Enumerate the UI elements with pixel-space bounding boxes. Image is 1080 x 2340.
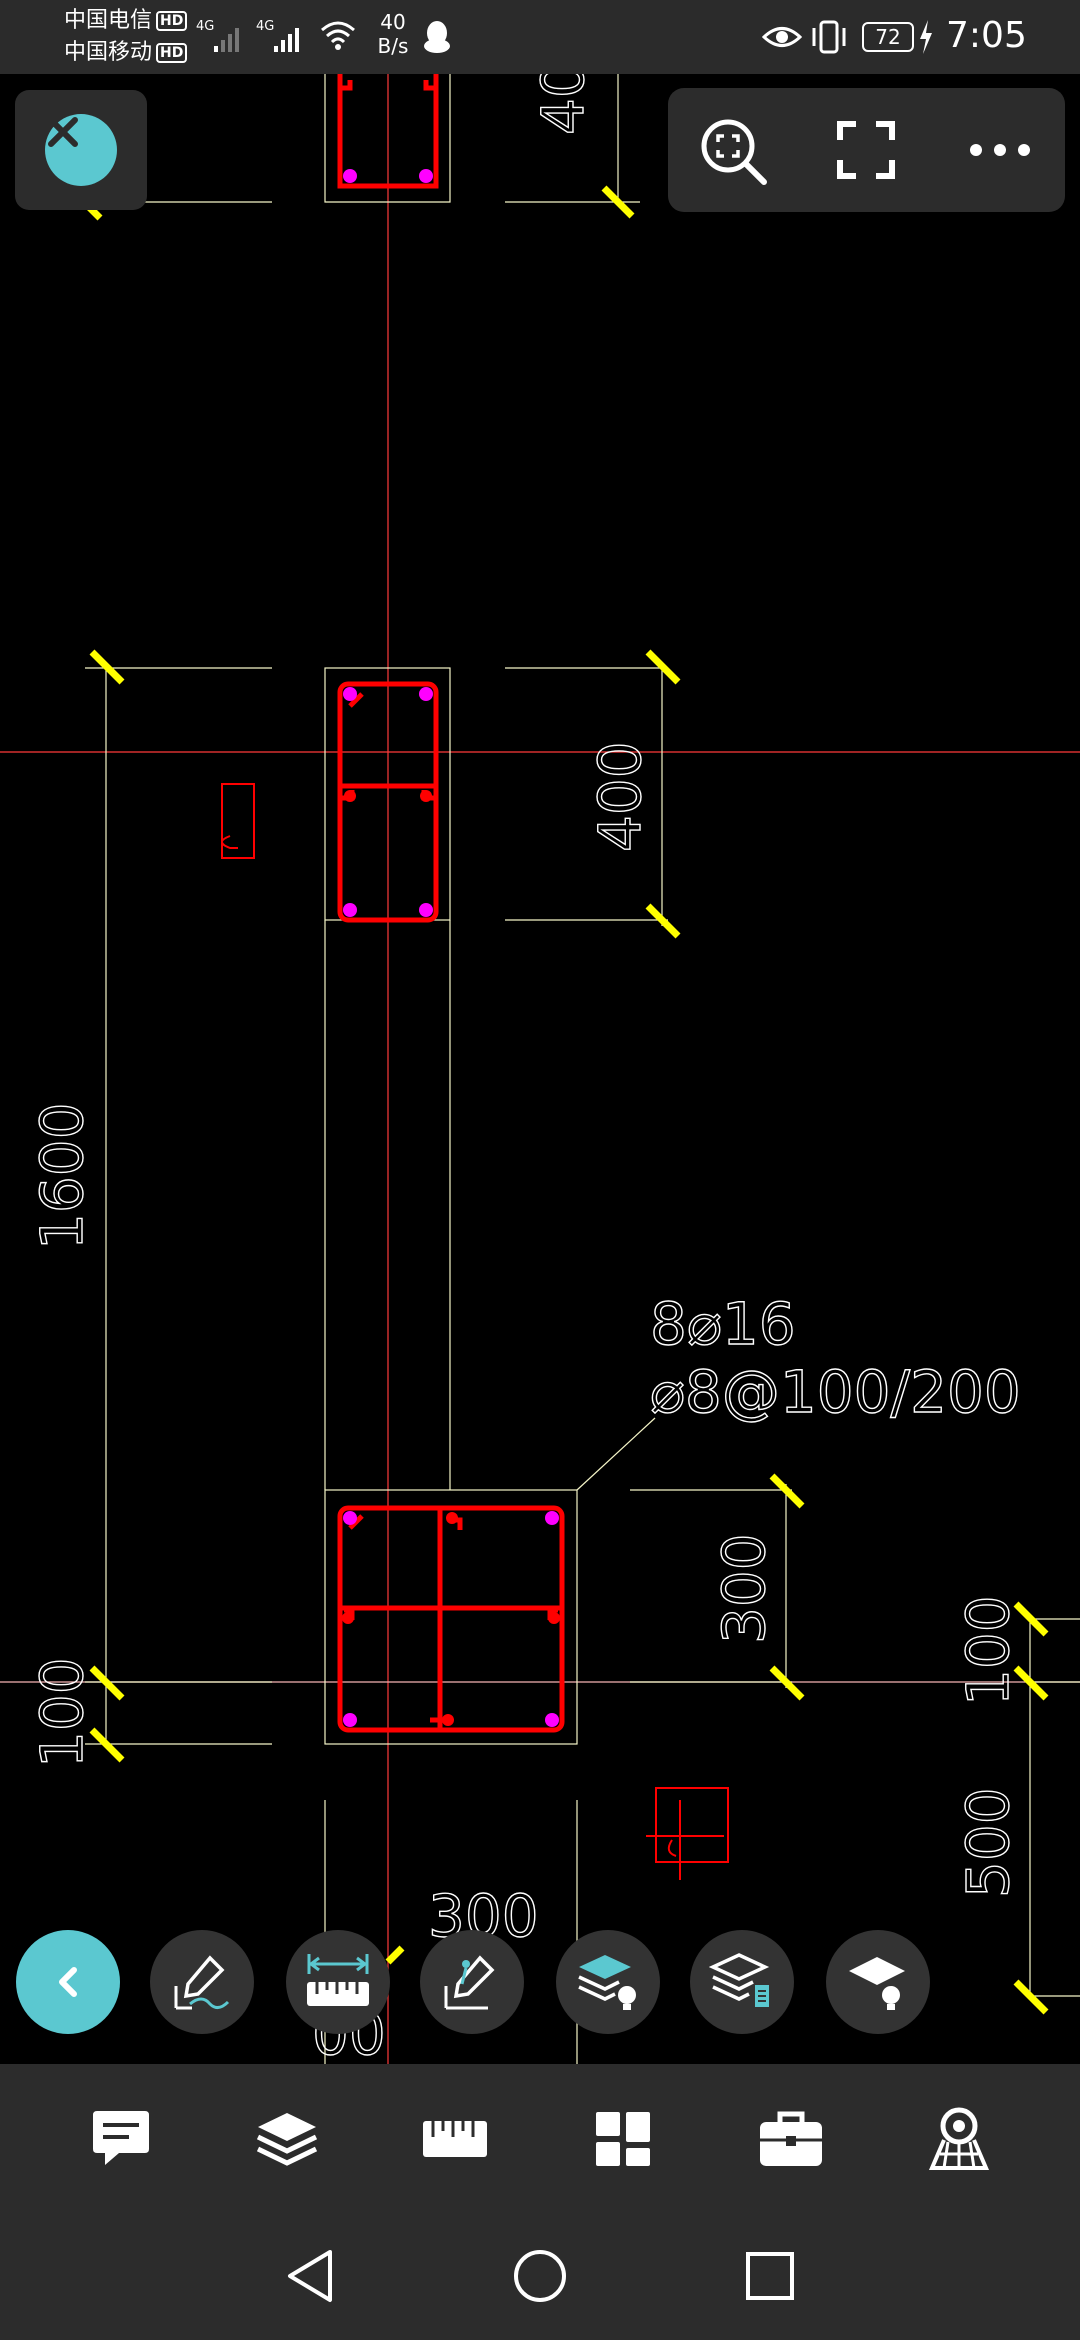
more-icon (970, 144, 1030, 156)
grid-tab[interactable] (588, 2104, 658, 2174)
qq-icon (424, 21, 450, 53)
dim-text-1600: 1600 (28, 1102, 96, 1250)
nav-back-button[interactable] (280, 2246, 340, 2306)
nav-home-button[interactable] (510, 2246, 570, 2306)
more-button[interactable] (968, 140, 1032, 160)
zoom-extents-button[interactable] (698, 116, 770, 188)
rebar-dots (343, 169, 559, 1727)
dimension-ticks (77, 185, 1049, 2015)
signal-icon: 4G 4G (196, 19, 299, 52)
markup-tool-button[interactable] (420, 1930, 524, 2034)
rebar-annotation-line2: ⌀8@100/200 (650, 1358, 1021, 1426)
rebar-side-dots (342, 790, 560, 1726)
measure-tab[interactable] (420, 2104, 490, 2174)
charging-icon (920, 20, 932, 54)
toolbox-icon (760, 2111, 822, 2166)
annotate-icon (174, 1955, 230, 2010)
dim-text-top: 40 (529, 74, 597, 135)
comments-tab[interactable] (86, 2104, 156, 2174)
bottom-toolbar (0, 2064, 1080, 2212)
back-button[interactable] (16, 1930, 120, 2034)
network-speed: 40 B/s (368, 10, 418, 58)
rebar-sections (337, 74, 565, 1733)
markup-icon (444, 1955, 495, 2010)
view-tools-panel (668, 88, 1065, 212)
ruler-icon (423, 2121, 487, 2157)
wifi-icon (321, 21, 355, 50)
network-type-1: 4G (196, 19, 214, 34)
detail-symbols (221, 783, 729, 1880)
layer-list-icon (709, 1953, 770, 2007)
nav-back-icon (288, 2250, 332, 2302)
dimension-texts: 40 400 1600 100 300 100 500 300 00 8⌀16 … (27, 74, 1022, 2064)
dim-text-300-right: 300 (710, 1533, 778, 1644)
system-nav-bar (0, 2212, 1080, 2340)
dim-text-100-left: 100 (28, 1657, 96, 1768)
cad-drawing-canvas[interactable]: 40 400 1600 100 300 100 500 300 00 8⌀16 … (0, 74, 1080, 2064)
nav-home-icon (514, 2250, 566, 2302)
view-3d-tab[interactable] (924, 2104, 994, 2174)
measure-icon (307, 1954, 369, 2006)
fullscreen-icon (837, 121, 895, 179)
battery-indicator: 72 (862, 22, 914, 52)
eye-icon (762, 27, 802, 47)
chevron-left-icon (59, 1967, 77, 1997)
speed-value: 40 (380, 10, 406, 34)
rebar-annotation-line1: 8⌀16 (650, 1290, 796, 1358)
speed-unit: B/s (377, 34, 409, 58)
hd-badge: HD (156, 11, 188, 31)
layer-bulb-icon (578, 1955, 636, 2010)
dimension-lines (85, 74, 1080, 2000)
grid-icon (596, 2112, 650, 2166)
dim-text-500-right: 500 (954, 1787, 1022, 1898)
close-button-panel[interactable] (15, 90, 147, 210)
nav-recent-button[interactable] (740, 2246, 800, 2306)
view-3d-icon (928, 2107, 990, 2170)
layer-list-button[interactable] (690, 1930, 794, 2034)
hd-badge-2: HD (156, 43, 188, 63)
clock: 7:05 (946, 15, 1027, 56)
single-layer-bulb-icon (849, 1957, 905, 2010)
dim-text-400: 400 (586, 741, 654, 852)
nav-recent-icon (746, 2252, 794, 2300)
cad-drawing[interactable]: 40 400 1600 100 300 100 500 300 00 8⌀16 … (0, 74, 1080, 2064)
single-layer-button[interactable] (826, 1930, 930, 2034)
dim-text-100-right: 100 (954, 1595, 1022, 1706)
layer-toggle-button[interactable] (556, 1930, 660, 2034)
toolbox-tab[interactable] (756, 2104, 826, 2174)
comment-icon (93, 2111, 149, 2165)
layers-icon (256, 2113, 318, 2166)
layers-tab[interactable] (252, 2104, 322, 2174)
vibrate-icon (812, 20, 846, 54)
measure-tool-button[interactable] (286, 1930, 390, 2034)
fullscreen-button[interactable] (836, 120, 896, 180)
zoom-extents-icon (701, 119, 767, 185)
wall-outlines (324, 74, 578, 2064)
close-button[interactable] (45, 114, 117, 186)
annotate-tool-button[interactable] (150, 1930, 254, 2034)
network-type-2: 4G (256, 19, 274, 34)
close-icon (48, 117, 78, 147)
